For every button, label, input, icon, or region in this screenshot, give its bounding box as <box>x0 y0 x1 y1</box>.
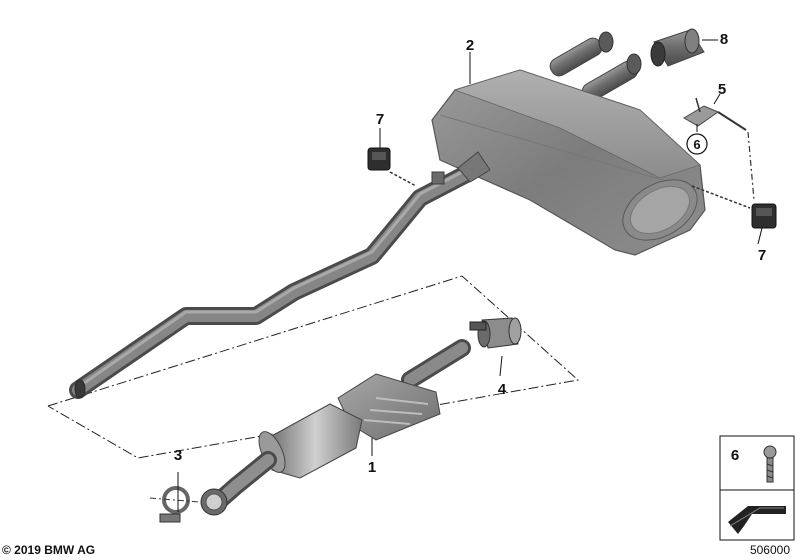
legend-box: 6 <box>719 435 795 541</box>
callout-3: 3 <box>174 447 182 464</box>
tail-pipes <box>549 31 642 102</box>
callout-6-circle: 6 <box>686 133 708 155</box>
pipe-clamp <box>469 317 522 349</box>
rubber-mount-right <box>691 185 777 229</box>
screw-icon <box>763 445 777 483</box>
tailpipe-trim <box>650 28 705 67</box>
legend-part-number: 6 <box>731 447 739 464</box>
callout-1: 1 <box>368 459 376 476</box>
callout-4: 4 <box>498 381 507 398</box>
copyright-text: © 2019 BMW AG <box>2 543 95 557</box>
intermediate-pipe <box>69 163 479 399</box>
callout-6: 6 <box>693 137 700 152</box>
callout-5: 5 <box>718 81 726 98</box>
callout-7-left: 7 <box>376 111 384 128</box>
diagram-id: 506000 <box>750 543 790 557</box>
gasket-clamp <box>149 472 201 523</box>
rear-muffler <box>431 31 706 256</box>
bracket-assembly <box>683 97 755 201</box>
orientation-arrow-icon <box>728 506 786 534</box>
callout-8: 8 <box>720 31 728 48</box>
callout-2: 2 <box>466 37 474 54</box>
assembly-dashed-outline <box>47 275 580 459</box>
catalytic-converter <box>200 339 471 516</box>
rubber-mount-left <box>367 147 417 187</box>
leader-lines <box>371 39 763 456</box>
callout-7-right: 7 <box>758 247 766 264</box>
